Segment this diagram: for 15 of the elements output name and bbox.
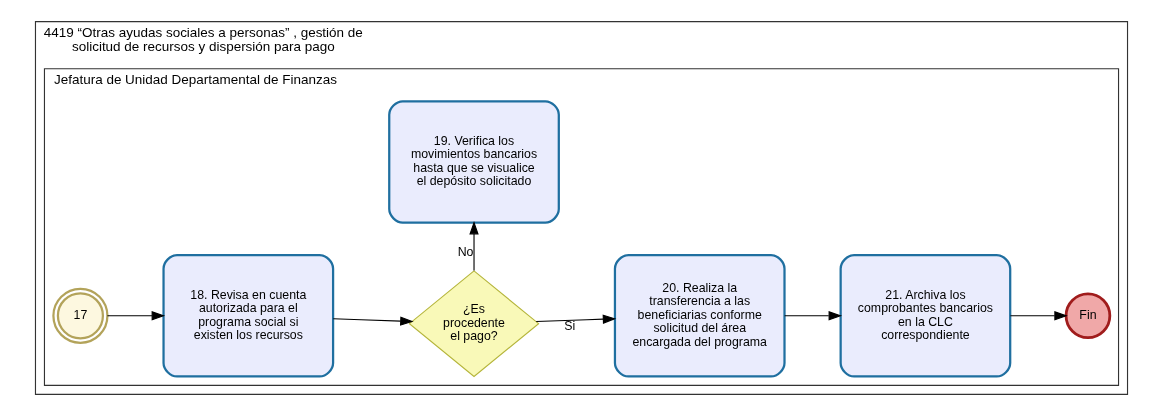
node-diamond: ¿Es procedente el pago? (408, 270, 540, 378)
edge-label: No (457, 245, 474, 260)
node-box: 21. Archiva los comprobantes bancarios en la CLC correspondiente (839, 254, 1012, 378)
node-box: 20. Realiza la transferencia a las beneficiarias conforme solicitud del área encargada del programa (613, 254, 786, 378)
arrow (332, 316, 414, 326)
edge-label: Si (564, 319, 576, 334)
node-box: 18. Revisa en cuenta autorizada para el programa social si existen los recursos (162, 254, 335, 378)
arrow (784, 311, 843, 321)
node-box: 19. Verifica los movimientos bancarios hasta que se visualice el depósito solicitado (388, 100, 560, 224)
arrow (469, 220, 479, 272)
node-circle: 17 (52, 287, 109, 344)
arrow (535, 314, 617, 324)
node-circle: Fin (1064, 292, 1112, 340)
arrow (106, 311, 166, 321)
arrow (1009, 311, 1068, 321)
